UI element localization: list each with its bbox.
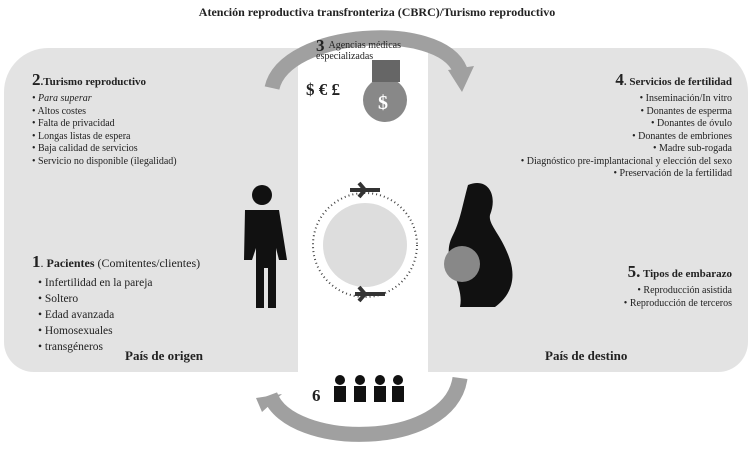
- currency-symbols: $ € £: [306, 80, 340, 99]
- children-icon: [334, 375, 404, 402]
- list-item: • Reproducción de terceros: [623, 297, 732, 309]
- destination-country-label: País de destino: [545, 348, 628, 363]
- list-item: • Infertilidad en la pareja: [38, 277, 153, 289]
- list-item: • Preservación de la fertilidad: [613, 168, 732, 179]
- diagram-title: Atención reproductiva transfronteriza (C…: [198, 5, 556, 19]
- section-number: 2: [32, 70, 41, 89]
- airplane-icon: [350, 181, 380, 199]
- money-bag-icon: [363, 60, 407, 122]
- bottom-arrow: [262, 376, 468, 442]
- section-number: 3: [316, 36, 325, 55]
- list-item: • Falta de privacidad: [32, 118, 115, 129]
- globe-icon: [323, 203, 407, 287]
- section-5-pregnancy-types: 5. Tipos de embarazo • Reproducción asis…: [624, 262, 732, 310]
- section-title: Turismo reproductivo: [43, 76, 147, 88]
- list-item: • Diagnóstico pre-implantacional y elecc…: [520, 155, 732, 167]
- list-item: • Donantes de óvulo: [650, 118, 732, 129]
- person-icon: [244, 185, 287, 308]
- list-item: • Baja calidad de servicios: [32, 143, 138, 154]
- section-number: 1: [32, 252, 41, 271]
- section-2-tourism: 2.Turismo reproductivo • Para superar • …: [32, 70, 177, 167]
- list-item: • Reproducción asistida: [637, 285, 732, 296]
- list-item: • Longas listas de espera: [32, 130, 131, 142]
- section-title: Servicios de fertilidad: [629, 76, 732, 88]
- list-item: • Servicio no disponible (ilegalidad): [32, 155, 177, 167]
- list-item: • Altos costes: [32, 105, 87, 117]
- list-item: • Inseminación/In vitro: [639, 93, 732, 104]
- bag-dollar-symbol: $: [378, 92, 388, 114]
- pregnant-woman-icon: [444, 183, 513, 307]
- section-4-fertility-services: 4. Servicios de fertilidad • Inseminació…: [520, 70, 732, 179]
- top-arrowhead: [448, 66, 474, 92]
- list-item: • Donantes de esperma: [640, 105, 732, 117]
- list-item: • Donantes de embriones: [632, 130, 732, 142]
- list-item: • Para superar: [32, 93, 92, 104]
- list-item: • Soltero: [38, 293, 79, 305]
- section-title: Agencias médicas especializadas: [316, 40, 401, 62]
- airplane-icon: [355, 285, 385, 303]
- section-number: 4: [615, 70, 624, 89]
- list-item: • transgéneros: [38, 341, 104, 353]
- section-subtitle: (Comitentes/clientes): [97, 256, 201, 270]
- section-6-number: 6: [312, 386, 321, 405]
- list-item: • Homosexuales: [38, 325, 113, 337]
- section-number: 5.: [627, 262, 641, 281]
- section-1-patients: 1. Pacientes (Comitentes/clientes) • Inf…: [32, 252, 201, 353]
- section-title: Pacientes: [46, 256, 95, 270]
- bottom-arrowhead: [256, 394, 282, 412]
- list-item: • Edad avanzada: [38, 309, 115, 321]
- list-item: • Madre sub-rogada: [652, 143, 732, 154]
- origin-country-label: País de origen: [125, 348, 203, 363]
- top-arrow: [264, 30, 467, 91]
- section-title: Tipos de embarazo: [642, 268, 732, 280]
